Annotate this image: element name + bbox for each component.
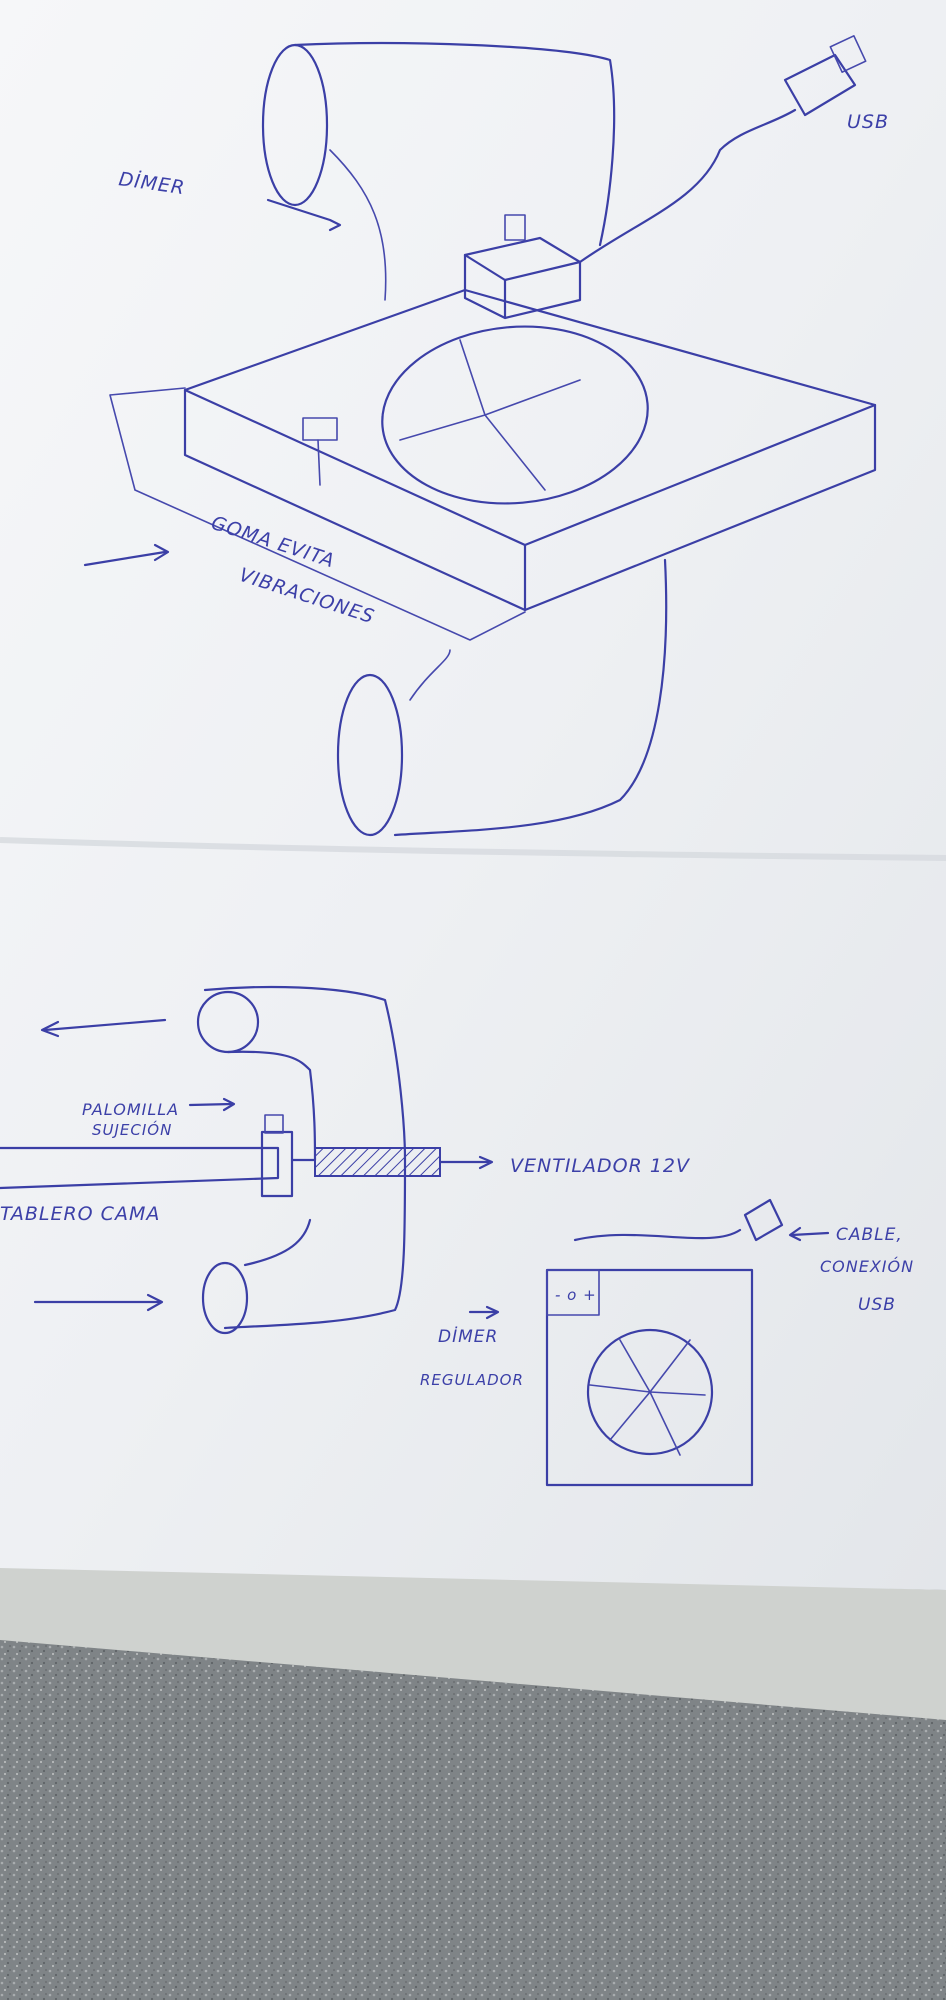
table-edge	[0, 1560, 946, 1720]
dimmer-box-symbols: - o +	[555, 1286, 597, 1304]
label-cable-line1: CABLE,	[836, 1225, 903, 1245]
label-dimmer-bottom-line2: REGULADOR	[420, 1371, 524, 1389]
label-wingnut-line1: PALOMILLA	[82, 1100, 179, 1119]
label-cable-line3: USB	[858, 1295, 896, 1315]
label-fan: VENTILADOR 12V	[510, 1155, 691, 1177]
paper-sheet	[0, 0, 946, 1590]
paper-fold	[0, 837, 946, 861]
label-wingnut-line2: SUJECIÓN	[92, 1120, 172, 1139]
label-dimmer-bottom-line1: DİMER	[438, 1326, 498, 1347]
label-usb-top: USB	[847, 111, 889, 133]
label-board: TABLERO CAMA	[0, 1203, 160, 1225]
side-view-drawing: PALOMILLA SUJECIÓN TABLERO CAMA VENTILAD…	[0, 985, 914, 1487]
label-cable-line2: CONEXIÓN	[820, 1257, 914, 1276]
